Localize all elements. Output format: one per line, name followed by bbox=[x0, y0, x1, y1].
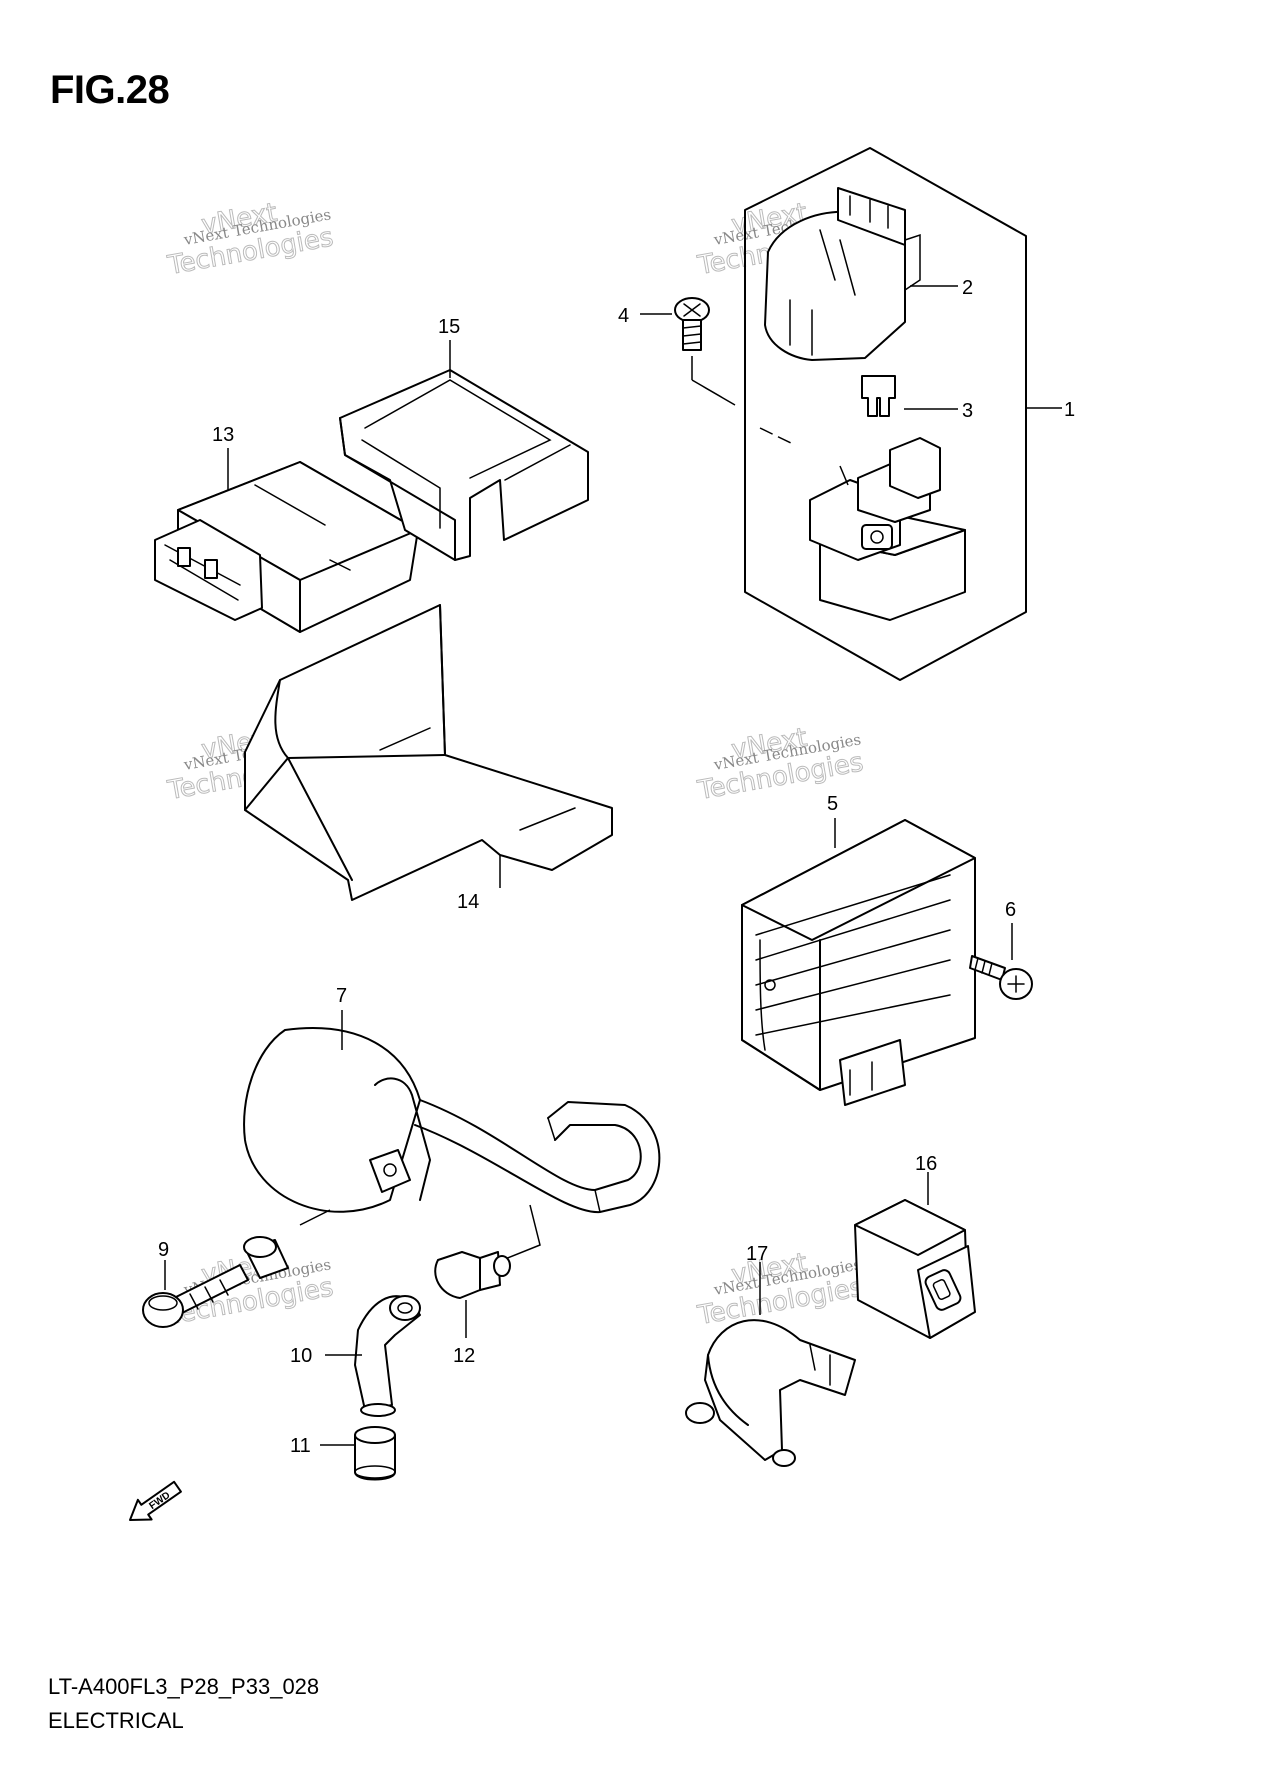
starter-relay-assembly bbox=[640, 147, 1062, 681]
relay-screw bbox=[674, 297, 710, 351]
coil-spacer bbox=[243, 1236, 289, 1279]
callout-3: 3 bbox=[962, 400, 973, 422]
ecu-tray bbox=[244, 604, 613, 901]
callout-11: 11 bbox=[290, 1435, 311, 1457]
ecu-bracket bbox=[339, 369, 589, 561]
callout-12: 12 bbox=[453, 1345, 475, 1367]
callout-6: 6 bbox=[1005, 899, 1016, 921]
callout-2: 2 bbox=[962, 277, 973, 299]
callout-7: 7 bbox=[336, 985, 347, 1007]
callout-14: 14 bbox=[457, 891, 479, 913]
callout-1: 1 bbox=[1064, 399, 1075, 421]
callout-10: 10 bbox=[290, 1345, 312, 1367]
elbow-cap bbox=[354, 1295, 421, 1417]
callout-17: 17 bbox=[746, 1243, 768, 1265]
assembly-outline bbox=[744, 147, 1027, 681]
regulator-bolt bbox=[969, 955, 1033, 1000]
boot bbox=[354, 1426, 396, 1481]
callout-15: 15 bbox=[438, 316, 460, 338]
figure-title: FIG.28 bbox=[50, 68, 170, 112]
relay-body bbox=[809, 437, 966, 621]
ignition-coil bbox=[243, 1027, 661, 1214]
connector-bracket bbox=[685, 1319, 856, 1467]
callout-5: 5 bbox=[827, 793, 838, 815]
plug-cap bbox=[434, 1251, 511, 1299]
diagram-code: LT-A400FL3_P28_P33_028 bbox=[48, 1674, 320, 1699]
callout-13: 13 bbox=[212, 424, 234, 446]
relay-fuse bbox=[861, 375, 896, 417]
regulator-rectifier bbox=[741, 819, 976, 1106]
callout-16: 16 bbox=[915, 1153, 937, 1175]
callout-4: 4 bbox=[618, 305, 629, 327]
fwd-arrow: FWD bbox=[129, 1480, 182, 1521]
callout-labels: 1 2 3 4 5 6 7 9 10 11 12 13 14 15 16 17 bbox=[158, 277, 1075, 1457]
connector bbox=[854, 1199, 976, 1339]
relay-cover bbox=[764, 187, 921, 361]
coil-bolt bbox=[142, 1264, 249, 1328]
section-title: ELECTRICAL bbox=[48, 1708, 184, 1733]
ecu-module bbox=[154, 461, 419, 633]
callout-9: 9 bbox=[158, 1239, 169, 1261]
